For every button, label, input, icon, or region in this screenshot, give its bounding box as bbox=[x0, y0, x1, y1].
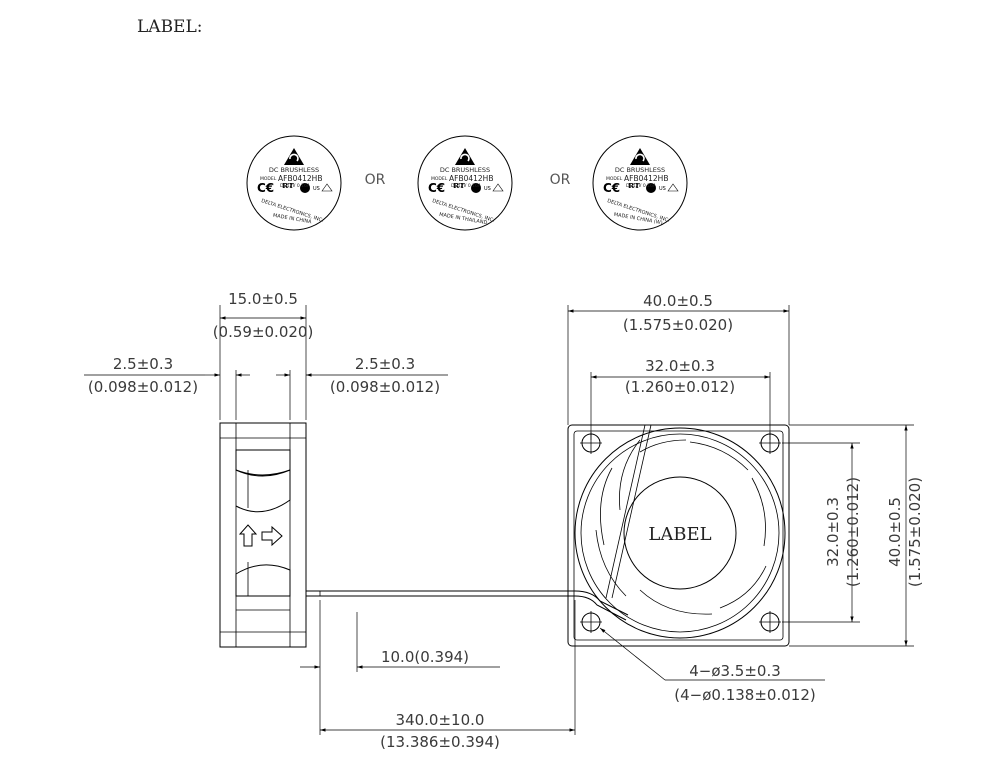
thickness-dim-mm: 15.0±0.5 bbox=[228, 290, 298, 308]
width-dim-mm: 40.0±0.5 bbox=[643, 292, 713, 310]
svg-text:DC12V 0.16A: DC12V 0.16A bbox=[280, 183, 311, 189]
hole-pitch-h-dim-mm: 32.0±0.3 bbox=[645, 357, 715, 375]
label-heading: LABEL: bbox=[137, 17, 203, 37]
hole-pitch-h-dim-inch: (1.260±0.012) bbox=[625, 378, 735, 396]
mounting-hole bbox=[580, 611, 602, 633]
fan-blades bbox=[595, 439, 767, 615]
flange-left-dim-inch: (0.098±0.012) bbox=[88, 378, 198, 396]
svg-text:DC BRUSHLESS: DC BRUSHLESS bbox=[269, 166, 319, 174]
hole-diameter-dim-mm: 4−ø3.5±0.3 bbox=[689, 662, 781, 680]
hole-pitch-v-dim-inch: (1.260±0.012) bbox=[844, 477, 862, 587]
rotation-arrow-icon bbox=[261, 525, 283, 547]
hole-pitch-v-dim-mm: 32.0±0.3 bbox=[824, 497, 842, 567]
svg-text:AFB0412HB: AFB0412HB bbox=[624, 174, 668, 183]
svg-text:DC12V 0.16A: DC12V 0.16A bbox=[451, 183, 482, 189]
label-option-2: DC BRUSHLESS MODEL AFB0412HB DC12V 0.16A… bbox=[417, 135, 513, 231]
hole-diameter-dim-inch: (4−ø0.138±0.012) bbox=[674, 686, 815, 704]
side-view: 15.0±0.5 (0.59±0.020) 2.5±0.3 (0.098±0.0… bbox=[84, 290, 576, 751]
wire-length-dim-inch: (13.386±0.394) bbox=[380, 733, 500, 751]
thickness-dim-inch: (0.59±0.020) bbox=[213, 323, 314, 341]
svg-text:DC BRUSHLESS: DC BRUSHLESS bbox=[440, 166, 490, 174]
mounting-hole bbox=[759, 611, 781, 633]
mounting-hole bbox=[759, 432, 781, 454]
or-separator-2: OR bbox=[550, 172, 571, 188]
svg-text:AFB0412HB: AFB0412HB bbox=[449, 174, 493, 183]
hub bbox=[623, 476, 737, 590]
height-dim-mm: 40.0±0.5 bbox=[886, 497, 904, 567]
svg-text:MODEL: MODEL bbox=[260, 176, 277, 182]
svg-text:MODEL: MODEL bbox=[431, 176, 448, 182]
svg-text:AFB0412HB: AFB0412HB bbox=[278, 174, 322, 183]
flange-left-dim-mm: 2.5±0.3 bbox=[113, 355, 173, 373]
wire-strip-dim: 10.0(0.394) bbox=[381, 648, 469, 666]
front-view: 40.0±0.5 (1.575±0.020) 32.0±0.3 (1.260±0… bbox=[567, 292, 924, 704]
label-option-1: DC BRUSHLESS MODEL AFB0412HB DC12V 0.16A… bbox=[246, 135, 342, 231]
wire-length-dim-mm: 340.0±10.0 bbox=[396, 711, 485, 729]
flange-right-dim-mm: 2.5±0.3 bbox=[355, 355, 415, 373]
height-dim-inch: (1.575±0.020) bbox=[906, 477, 924, 587]
svg-text:DC BRUSHLESS: DC BRUSHLESS bbox=[615, 166, 665, 174]
airflow-arrow-icon bbox=[238, 524, 258, 547]
svg-text:MODEL: MODEL bbox=[606, 176, 623, 182]
flange-right-dim-inch: (0.098±0.012) bbox=[330, 378, 440, 396]
svg-text:DC12V 0.16A: DC12V 0.16A bbox=[626, 183, 657, 189]
width-dim-inch: (1.575±0.020) bbox=[623, 316, 733, 334]
or-separator-1: OR bbox=[365, 172, 386, 188]
label-option-3: DC BRUSHLESS MODEL AFB0412HB DC12V 0.16A… bbox=[592, 135, 688, 231]
hub-label-text: LABEL bbox=[648, 524, 711, 545]
mounting-hole bbox=[580, 432, 602, 454]
